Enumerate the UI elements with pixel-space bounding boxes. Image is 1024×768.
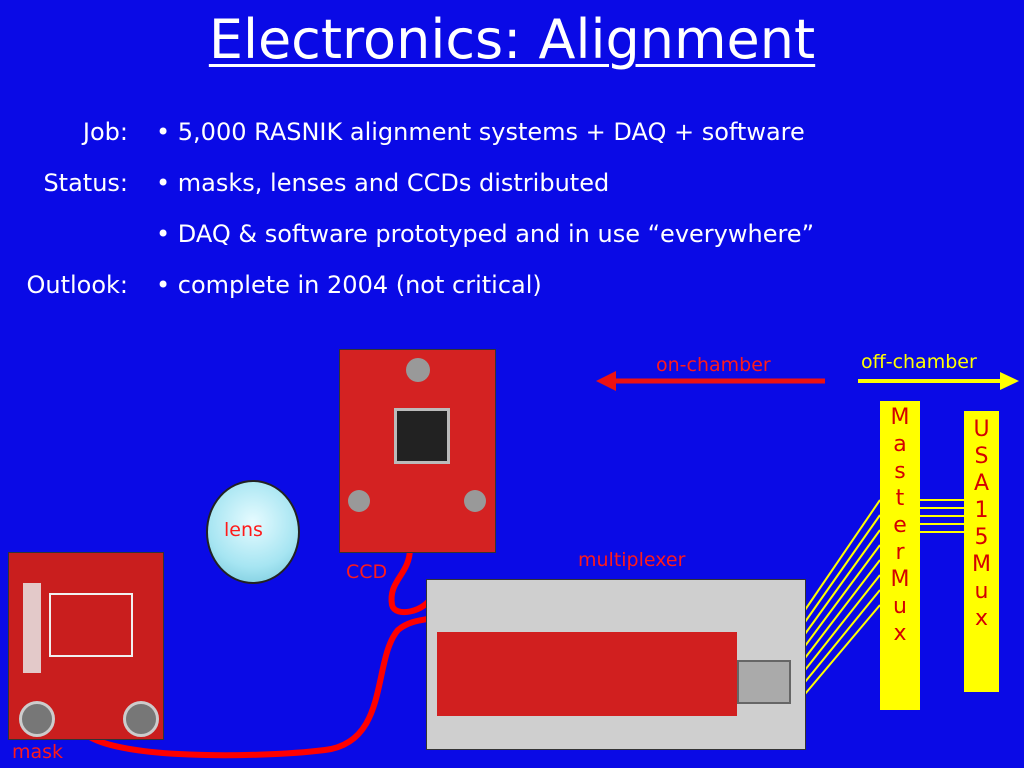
ccd-label: CCD [346,561,388,583]
multiplexer-master-cable-fan [804,499,881,695]
mount-hole-right [464,490,486,512]
ccd-chip [394,408,450,464]
usa15-mux-letter: A [973,471,990,496]
usa15-mux-letter: u [974,579,989,604]
usa15-mux-letter: x [974,606,989,631]
bullet-job: • 5,000 RASNIK alignment systems + DAQ +… [156,118,805,146]
bullet-status-2: • DAQ & software prototyped and in use “… [156,220,815,248]
lens-label: lens [224,519,263,541]
bullet-status-1: • masks, lenses and CCDs distributed [156,169,610,197]
label-status: Status: [43,169,128,197]
off-chamber-arrowhead [1000,372,1019,390]
mount-hole-right [123,701,159,737]
label-job: Job: [82,118,128,146]
usa15-mux-letter: 1 [974,498,989,523]
master-mux-letter: u [893,594,907,619]
master-usa-cable-bundle [920,499,964,533]
on-chamber-label: on-chamber [656,354,771,376]
master-mux-letter: t [895,486,905,511]
usa15-mux-letter: M [972,552,991,577]
diode-grid [49,593,133,657]
master-mux-letter: a [893,432,907,457]
master-mux-box: M a s t e r M u x [880,401,920,710]
mount-hole-left [348,490,370,512]
usa15-mux-box: U S A 1 5 M u x [964,411,999,692]
mount-hole-left [19,701,55,737]
mount-hole-top [406,358,430,382]
off-chamber-label: off-chamber [861,351,977,373]
master-mux-letter: M [890,405,910,430]
d-sub-connector [737,660,791,704]
mask-cable [75,615,433,759]
on-chamber-arrowhead [596,371,616,391]
master-mux-letter: s [894,459,906,484]
master-mux-letter: r [895,540,905,565]
master-mux-letter: M [890,567,910,592]
mask-board-photo [8,552,164,740]
bullet-outlook: • complete in 2004 (not critical) [156,271,542,299]
multiplexer-label: multiplexer [578,549,686,571]
ccd-board-photo [339,349,496,553]
multiplexer-photo [426,579,806,750]
usa15-mux-letter: S [974,444,989,469]
ccd-cable [388,547,435,616]
mask-label: mask [12,741,64,763]
label-outlook: Outlook: [26,271,128,299]
multiplexer-box [437,632,737,716]
resistor-column [23,583,41,673]
master-mux-letter: e [893,513,907,538]
master-mux-letter: x [893,621,907,646]
usa15-mux-letter: U [973,417,990,442]
slide-title: Electronics: Alignment [208,8,816,71]
lens-photo [206,480,300,584]
usa15-mux-letter: 5 [974,525,989,550]
